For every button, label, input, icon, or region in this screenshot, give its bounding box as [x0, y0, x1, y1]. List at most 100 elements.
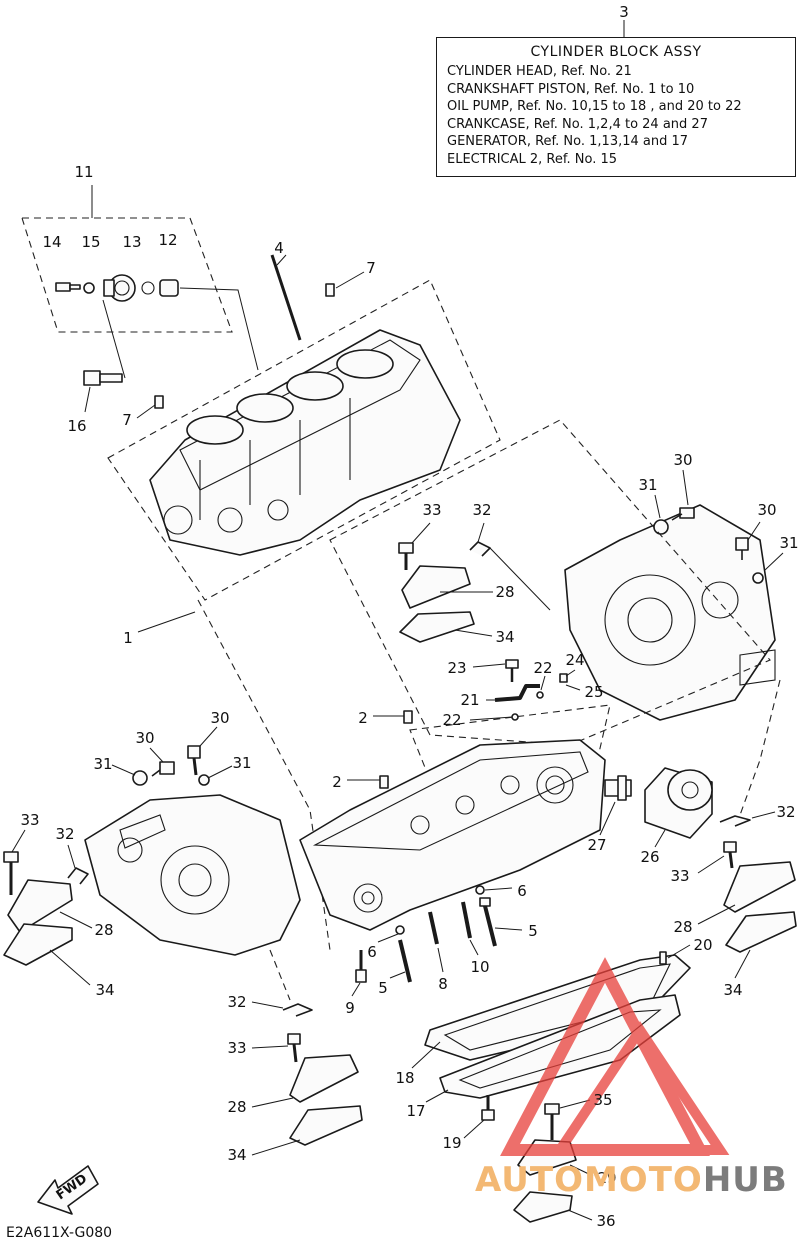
bolt-16	[83, 370, 123, 386]
callout-24: 24	[565, 651, 584, 669]
bolt-33-right	[723, 841, 737, 869]
fitting-27	[604, 775, 632, 801]
washer-31-right	[653, 519, 669, 535]
upper-crankcase	[149, 329, 461, 556]
washer-31-right2	[752, 572, 764, 584]
clip-32-bottom	[282, 1003, 313, 1017]
bolt-30-right2	[735, 537, 749, 560]
callout-30: 30	[135, 729, 154, 747]
watermark-part1: AUTOMOTO	[475, 1160, 703, 1200]
legend-title: CYLINDER BLOCK ASSY	[530, 44, 702, 60]
bolt-33-bottom	[287, 1033, 301, 1063]
bolt-33-top	[398, 542, 414, 570]
dowel-20	[659, 951, 667, 965]
callout-33: 33	[20, 811, 39, 829]
callout-28: 28	[94, 921, 113, 939]
bolt-19	[481, 1095, 495, 1121]
callout-8: 8	[438, 975, 448, 993]
bolt-5-left	[398, 939, 412, 983]
callout-22: 22	[533, 659, 552, 677]
callout-10: 10	[470, 958, 489, 976]
callout-28: 28	[227, 1098, 246, 1116]
callout-7: 7	[122, 411, 132, 429]
callout-26: 26	[640, 848, 659, 866]
callout-27: 27	[587, 836, 606, 854]
callout-9: 9	[345, 999, 355, 1017]
callout-28: 28	[673, 918, 692, 936]
callout-34: 34	[723, 981, 742, 999]
callout-22: 22	[442, 711, 461, 729]
callout-7: 7	[366, 259, 376, 277]
callout-30: 30	[210, 709, 229, 727]
callout-19: 19	[442, 1134, 461, 1152]
callout-11: 11	[74, 163, 93, 181]
group-box-11	[21, 217, 233, 333]
clip-32-right	[719, 815, 751, 827]
callout-1: 1	[123, 629, 133, 647]
callout-17: 17	[406, 1102, 425, 1120]
washer-15	[83, 282, 95, 294]
callout-31: 31	[93, 755, 112, 773]
bolt-8	[428, 911, 439, 945]
gasket-34-top	[399, 611, 475, 643]
callout-32: 32	[55, 825, 74, 843]
clip-32-top	[469, 541, 491, 557]
clip-32-left	[67, 867, 89, 885]
callout-6: 6	[367, 943, 377, 961]
legend-line: CYLINDER HEAD, Ref. No. 21	[447, 64, 632, 79]
callout-34: 34	[95, 981, 114, 999]
callout-33: 33	[422, 501, 441, 519]
bolt-9	[355, 950, 367, 983]
callout-6: 6	[517, 882, 527, 900]
callout-34: 34	[227, 1146, 246, 1164]
callout-36: 36	[596, 1212, 615, 1230]
gasket-34-bottom	[289, 1105, 363, 1146]
sensor-13-body	[103, 274, 136, 302]
plug-12	[159, 279, 179, 297]
cover-28-right	[723, 861, 796, 913]
callout-12: 12	[158, 231, 177, 249]
dowel-2-upper	[403, 710, 413, 724]
crankcase-outline-box	[107, 279, 501, 601]
washer-6-left	[395, 925, 405, 935]
breather-group-box	[329, 419, 771, 746]
cover-28-left	[7, 879, 73, 933]
legend-line: CRANKSHAFT PISTON, Ref. No. 1 to 10	[447, 81, 695, 97]
lower-crankcase	[299, 739, 606, 931]
bolt-14	[55, 282, 81, 292]
dowel-2-lower	[379, 775, 389, 789]
ring-24	[559, 673, 568, 683]
callout-30: 30	[673, 451, 692, 469]
callout-5: 5	[528, 922, 538, 940]
callout-2: 2	[332, 773, 342, 791]
cover-28-bottom	[289, 1054, 359, 1103]
callout-34: 34	[495, 628, 514, 646]
callout-33: 33	[227, 1039, 246, 1057]
o-ring-22-bottom	[511, 713, 519, 721]
washer-31-left2	[198, 774, 210, 786]
bolt-35	[544, 1103, 560, 1140]
legend-line: ELECTRICAL 2, Ref. No. 15	[447, 151, 618, 167]
assembly-legend: CYLINDER BLOCK ASSY CYLINDER HEAD, Ref. …	[436, 37, 796, 177]
o-ring-13	[141, 281, 155, 295]
callout-28: 28	[495, 583, 514, 601]
washer-6-right	[475, 885, 485, 895]
bolt-33-left	[3, 851, 19, 895]
diagram-code: E2A611X-G080	[6, 1225, 113, 1241]
callout-21: 21	[460, 691, 479, 709]
dowel-7-top	[325, 283, 335, 297]
callout-33: 33	[670, 867, 689, 885]
washer-31-left	[132, 770, 148, 786]
callout-32: 32	[227, 993, 246, 1011]
gasket-34-right	[725, 911, 797, 953]
callout-18: 18	[395, 1069, 414, 1087]
bolt-30-right	[671, 507, 695, 521]
callout-5: 5	[378, 979, 388, 997]
bolt-23	[505, 659, 519, 682]
generator-cover-left	[84, 794, 301, 956]
callout-31: 31	[232, 754, 251, 772]
callout-29: 29	[597, 1169, 616, 1187]
bolt-10	[461, 901, 472, 939]
